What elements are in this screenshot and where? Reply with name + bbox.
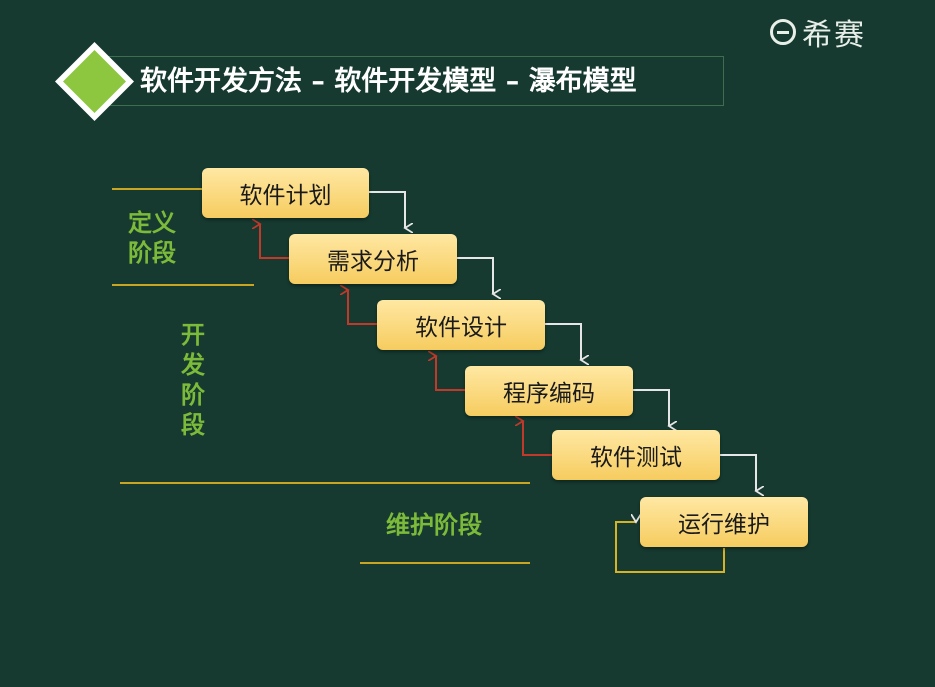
definition-phase-label: 定义阶段 xyxy=(128,209,176,267)
step-software-testing: 软件测试 xyxy=(552,430,720,480)
development-phase-bottom-line xyxy=(120,482,530,484)
title-diamond-icon xyxy=(55,42,134,121)
forward-arrow-design-to-coding xyxy=(545,323,581,360)
definition-phase-bottom-line xyxy=(112,284,254,286)
brand-name: 希赛 xyxy=(802,18,866,53)
brand-logo: 希赛 xyxy=(770,10,866,54)
feedback-arrow-coding-to-design xyxy=(436,356,465,391)
brand-mark-icon xyxy=(770,19,796,45)
step-software-plan: 软件计划 xyxy=(202,168,369,218)
step-coding: 程序编码 xyxy=(465,366,633,416)
feedback-arrow-testing-to-coding xyxy=(523,421,552,456)
step-operation-maintenance: 运行维护 xyxy=(640,497,808,547)
development-phase-label: 开发阶段 xyxy=(181,321,205,439)
forward-arrow-testing-to-maintenance xyxy=(720,454,756,491)
step-software-design: 软件设计 xyxy=(377,300,545,350)
feedback-arrow-analysis-to-plan xyxy=(260,224,289,259)
page-title: 软件开发方法 – 软件开发模型 – 瀑布模型 xyxy=(140,66,637,97)
maintenance-phase-label: 维护阶段 xyxy=(386,511,482,539)
forward-arrow-analysis-to-design xyxy=(457,257,493,294)
forward-arrow-coding-to-testing xyxy=(633,389,669,426)
maintenance-loop-arrow xyxy=(615,522,725,573)
feedback-arrow-design-to-analysis xyxy=(348,290,377,325)
maintenance-phase-bottom-line xyxy=(360,562,530,564)
definition-phase-top-line xyxy=(112,188,202,190)
step-requirements-analysis: 需求分析 xyxy=(289,234,457,284)
forward-arrow-plan-to-analysis xyxy=(369,191,405,228)
